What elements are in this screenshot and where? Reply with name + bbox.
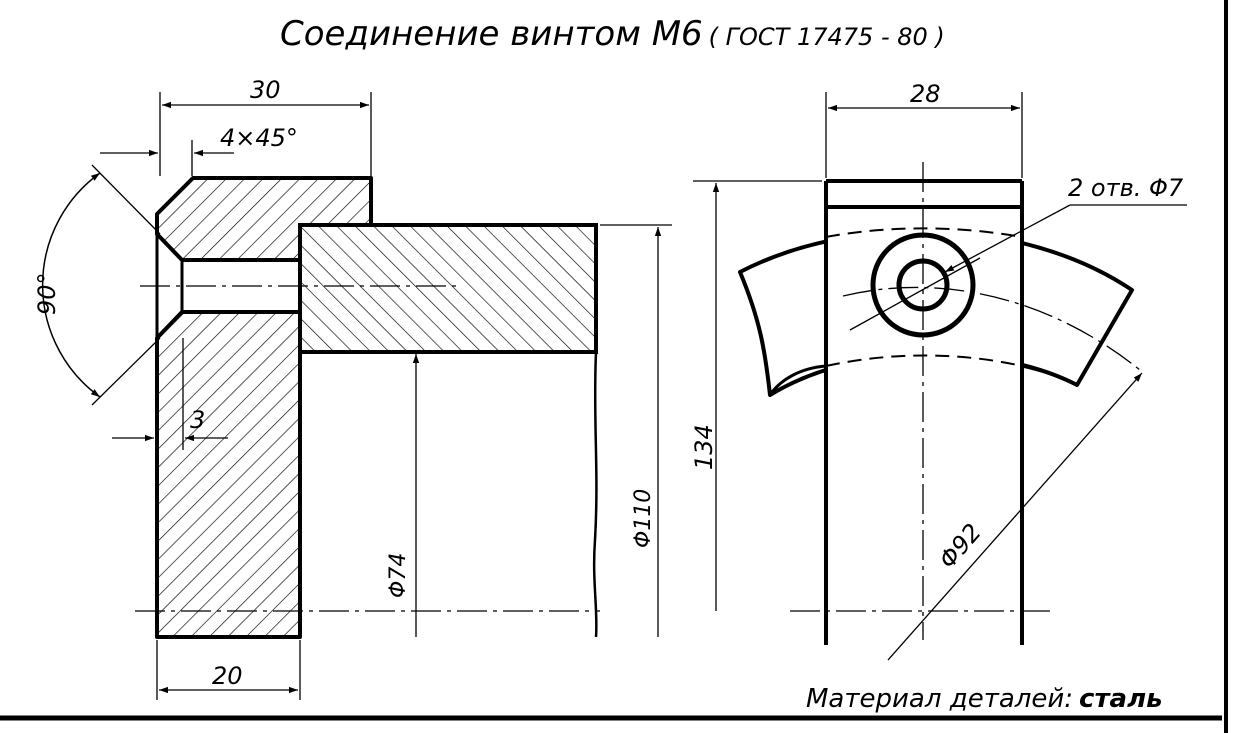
dim-20: 20 bbox=[212, 662, 243, 690]
right-side-view bbox=[738, 162, 1141, 645]
material-label: Материал деталей: bbox=[806, 684, 1074, 714]
left-section-view bbox=[135, 176, 600, 639]
note-holes: 2 отв. Φ7 bbox=[1068, 174, 1184, 202]
title-main: Соединение винтом М6 bbox=[280, 14, 703, 54]
dim-30: 30 bbox=[250, 76, 281, 104]
dim-28: 28 bbox=[910, 80, 941, 108]
dim-phi110: Φ110 bbox=[631, 489, 656, 548]
dim-3: 3 bbox=[190, 406, 205, 434]
dim-chamfer: 4×45° bbox=[220, 124, 298, 152]
part1-lower-section bbox=[155, 310, 302, 639]
dim-angle-90: 90° bbox=[33, 272, 61, 315]
dim-134: 134 bbox=[690, 424, 718, 470]
drawing-title: Соединение винтом М6( ГОСТ 17475 - 80 ) bbox=[280, 14, 945, 54]
part2-section bbox=[298, 223, 598, 354]
strip bbox=[826, 181, 1022, 643]
left-dimensions: 30 4×45° 90° 3 20 Φ74 Φ110 bbox=[33, 76, 672, 700]
material-value: сталь bbox=[1079, 684, 1163, 714]
dim-phi74: Φ74 bbox=[386, 553, 411, 598]
material-note: Материал деталей:сталь bbox=[806, 684, 1163, 714]
title-standard: ( ГОСТ 17475 - 80 ) bbox=[708, 23, 945, 51]
